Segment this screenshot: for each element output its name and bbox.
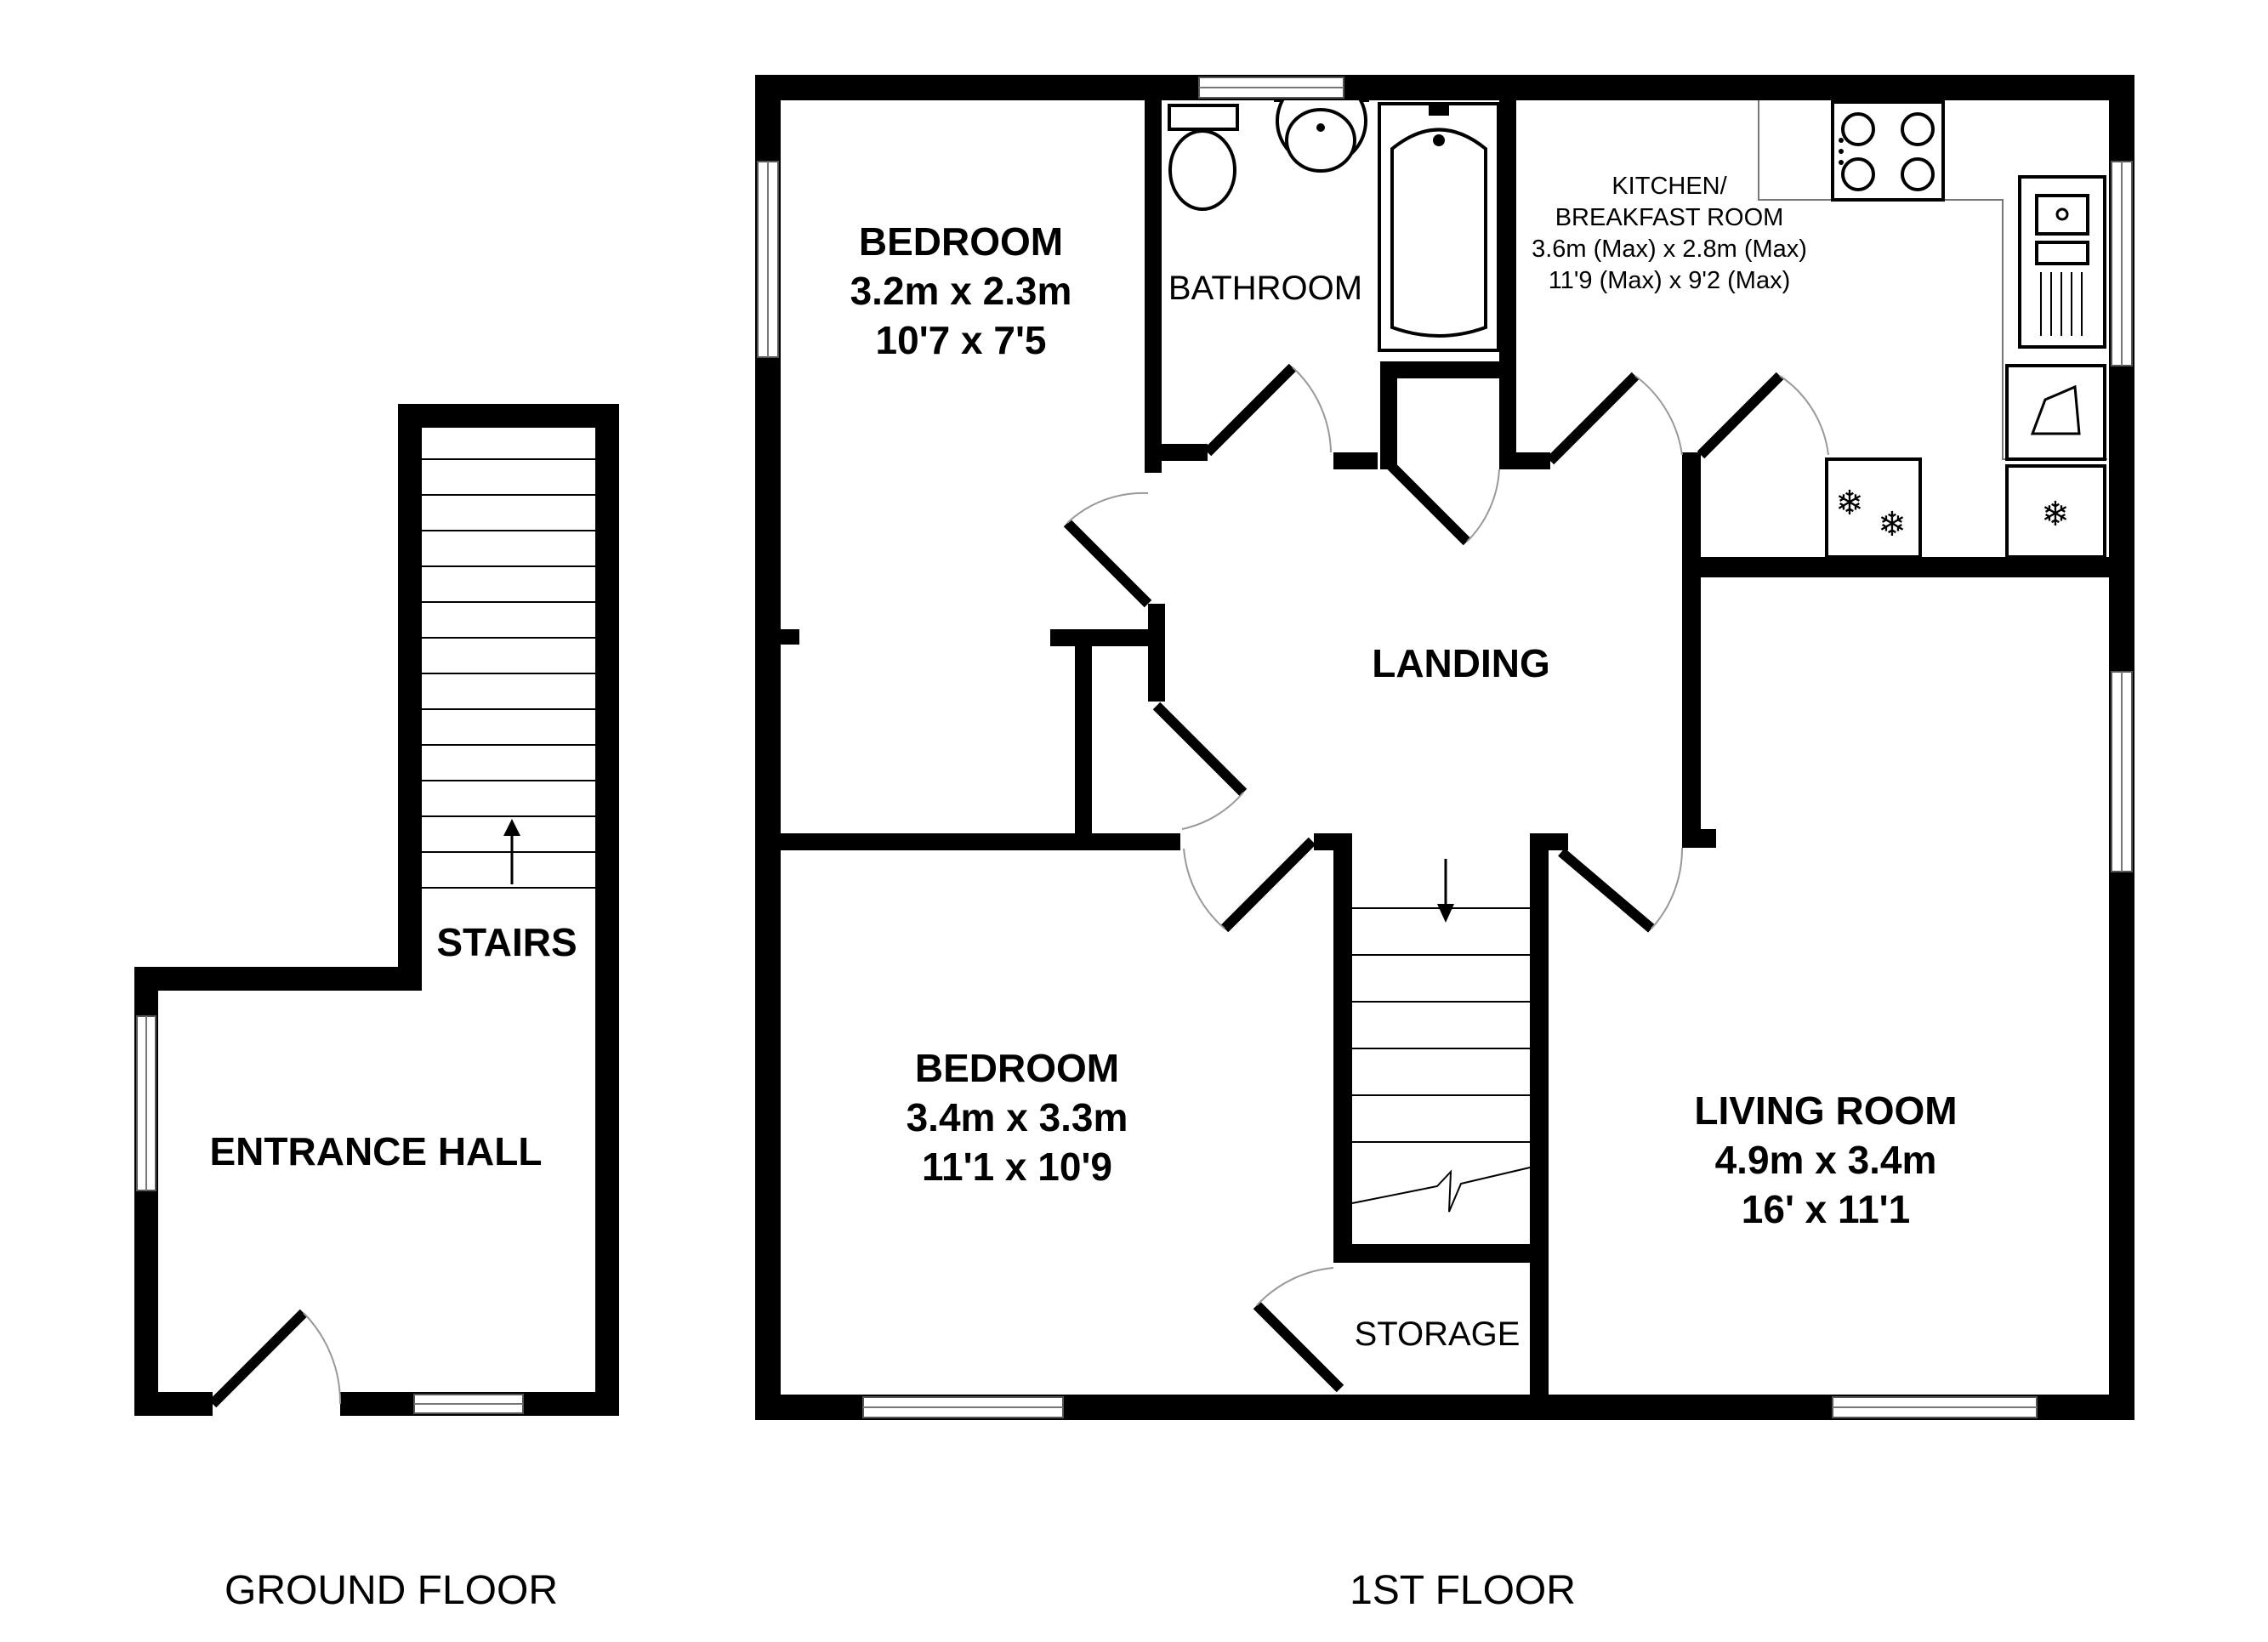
entrance-hall-label: ENTRANCE HALL	[210, 1129, 543, 1173]
kitchen-door-left[interactable]	[1546, 372, 1683, 465]
living-room-imperial: 16' x 11'1	[1742, 1187, 1910, 1231]
bathroom-door[interactable]	[1203, 363, 1332, 457]
first-floor-caption: 1ST FLOOR	[1350, 1568, 1576, 1613]
bedroom2-door[interactable]	[1183, 837, 1316, 933]
kitchen-imperial: 11'9 (Max) x 9'2 (Max)	[1549, 267, 1791, 294]
storage-door[interactable]	[1253, 1267, 1344, 1393]
storage-label: STORAGE	[1355, 1315, 1521, 1353]
toilet-icon	[1168, 104, 1239, 211]
fridge-freezer-icon: ❄ ❄	[1825, 457, 1922, 559]
sink-icon	[2018, 175, 2106, 349]
kitchen-door-right[interactable]	[1697, 372, 1829, 459]
airing-cupboard-door[interactable]	[1384, 459, 1500, 546]
bathroom-label: BATHROOM	[1168, 270, 1362, 307]
front-door[interactable]	[208, 1309, 342, 1408]
ground-floor-plan: STAIRS ENTRANCE HALL	[134, 404, 619, 1416]
basin-icon	[1274, 99, 1369, 173]
svg-text:❄: ❄	[1878, 505, 1907, 544]
hob-icon	[1831, 100, 1945, 202]
svg-text:❄: ❄	[1835, 484, 1864, 523]
bedroom1-imperial: 10'7 x 7'5	[876, 318, 1047, 362]
ground-floor-caption: GROUND FLOOR	[225, 1568, 558, 1613]
washer-icon	[2005, 364, 2106, 461]
bath-icon	[1378, 102, 1500, 352]
kitchen-metric: 3.6m (Max) x 2.8m (Max)	[1532, 236, 1807, 263]
stair-arrow-up-icon	[503, 819, 520, 884]
bedroom2-metric: 3.4m x 3.3m	[907, 1095, 1128, 1139]
closet-door[interactable]	[1152, 702, 1248, 830]
bedroom1-name: BEDROOM	[859, 219, 1063, 264]
bedroom2-imperial: 11'1 x 10'9	[922, 1145, 1112, 1189]
living-room-door[interactable]	[1558, 847, 1684, 933]
first-floor-plan: ❄ ❄ ❄ BEDROOM 3.2m x 2.3m 10'7 x 7'5 BAT…	[755, 75, 2134, 1420]
svg-text:❄: ❄	[2041, 495, 2070, 534]
first-floor-stairs	[1351, 859, 1531, 1213]
stairs-label: STAIRS	[436, 920, 577, 964]
bedroom1-door[interactable]	[1063, 491, 1152, 608]
living-room-name: LIVING ROOM	[1694, 1088, 1957, 1133]
living-room-metric: 4.9m x 3.4m	[1715, 1138, 1937, 1182]
bedroom1-metric: 3.2m x 2.3m	[850, 269, 1072, 313]
landing-label: LANDING	[1372, 641, 1550, 685]
ground-stairs	[422, 458, 595, 889]
kitchen-name-line2: BREAKFAST ROOM	[1555, 204, 1784, 231]
freezer-icon: ❄	[2005, 464, 2106, 559]
stair-arrow-down-icon	[1437, 859, 1454, 923]
bedroom2-name: BEDROOM	[915, 1046, 1119, 1090]
kitchen-name-line1: KITCHEN/	[1611, 173, 1727, 200]
